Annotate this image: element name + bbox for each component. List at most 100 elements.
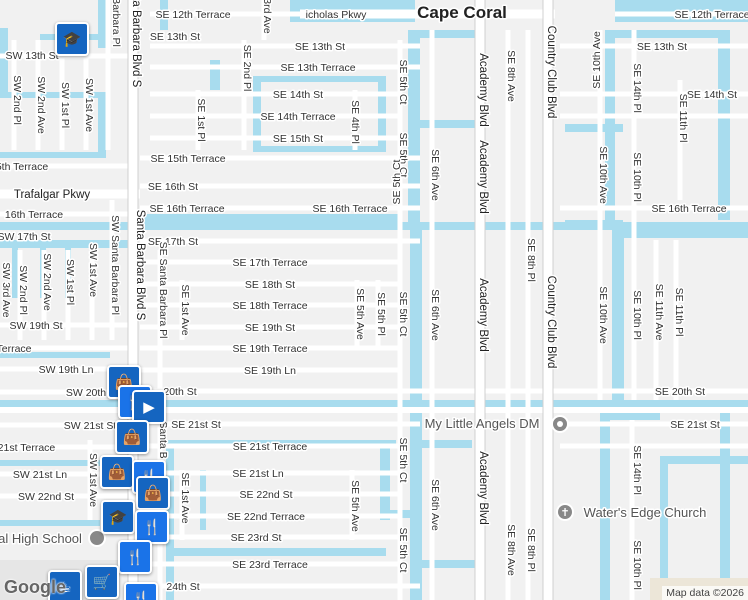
fork-knife-icon[interactable]: 🍴 xyxy=(124,582,158,600)
street-label: SE 21st Terrace xyxy=(233,441,308,453)
street-label: SE 23rd St xyxy=(231,532,282,544)
street-label: 3rd Ave xyxy=(261,0,273,34)
street-label: Santa B xyxy=(157,421,169,458)
street-label: SE 12th Terrace xyxy=(155,9,230,21)
street-label: SW 21st Ln xyxy=(13,469,67,481)
street-label: SE 13th Terrace xyxy=(280,62,355,74)
street-label: SE 10th Ave xyxy=(591,31,603,89)
street-label: SE 5th Ct xyxy=(397,292,409,337)
street-label: SE 2nd Pl xyxy=(241,45,253,92)
street-label: Academy Blvd xyxy=(477,53,489,127)
shopping-cart-icon[interactable]: 🛒 xyxy=(85,565,119,599)
street-label: SW 17th St xyxy=(0,231,51,243)
street-label: SW 1st Pl xyxy=(64,259,76,305)
street-label: SE 21st St xyxy=(171,419,221,431)
street-label: SW 2nd Ave xyxy=(35,76,47,134)
street-label: SE 13th St xyxy=(295,41,345,53)
street-label: SW 13th St xyxy=(5,50,58,62)
street-label: SE 10th Ave xyxy=(597,146,609,204)
street-label: SW 19th St xyxy=(9,320,62,332)
poi-my-little-angels[interactable]: My Little Angels DM xyxy=(423,415,569,433)
street-label: SE 11th Pl xyxy=(673,288,685,337)
street-label: SE 1st Ave xyxy=(179,284,191,335)
street-label: Trafalgar Pkwy xyxy=(14,189,91,201)
poi-waters-edge-church[interactable]: ✝ Water's Edge Church xyxy=(556,503,708,522)
street-label: SE 5th Ct xyxy=(397,438,409,483)
street-label: Academy Blvd xyxy=(477,278,489,352)
street-label: SE 22nd St xyxy=(239,489,292,501)
street-label: SE 19th Ln xyxy=(244,365,296,377)
street-label: SE 8th Ave xyxy=(505,524,517,576)
major-road-outline xyxy=(127,0,554,600)
street-label: SE 5th Ct xyxy=(397,133,409,178)
shopping-bag-icon[interactable]: 👜 xyxy=(115,420,149,454)
street-label: SE 23rd Terrace xyxy=(232,559,308,571)
top-block xyxy=(555,0,615,30)
street-label: SW 2nd Pl xyxy=(11,75,23,125)
street-label: SW 21st St xyxy=(64,420,117,432)
street-label: SE 10th Pl xyxy=(631,152,643,202)
church-icon[interactable] xyxy=(556,503,574,521)
street-label: SE 21st St xyxy=(670,419,720,431)
poi-high-school[interactable]: al High School xyxy=(0,529,106,548)
street-label: icholas Pkwy xyxy=(306,9,367,21)
street-label: SE 16th St xyxy=(148,181,198,193)
fork-knife-icon[interactable]: 🍴 xyxy=(135,510,169,544)
map-pin-icon[interactable]: ▶ xyxy=(132,390,166,424)
street-label: SE 8th Pl xyxy=(525,238,537,282)
street-label: SE 1st Ave xyxy=(179,472,191,523)
street-label: SE 6th Ave xyxy=(429,479,441,531)
poi-label: Water's Edge Church xyxy=(584,505,707,520)
street-label: SE 10th Pl xyxy=(631,290,643,340)
street-label: SE 19th St xyxy=(245,322,295,334)
street-label: SE 20th St xyxy=(655,386,705,398)
street-label: SW 1st Ave xyxy=(87,453,99,507)
graduation-cap-icon[interactable]: 🎓 xyxy=(55,22,89,56)
graduation-cap-icon[interactable]: 🎓 xyxy=(101,500,135,534)
street-label: 5th Terrace xyxy=(0,161,48,173)
street-label: SW 1st Ave xyxy=(83,78,95,132)
street-label: SE 14th Terrace xyxy=(260,111,335,123)
street-label: SW 22nd St xyxy=(18,491,74,503)
street-label: SE 13th St xyxy=(150,31,200,43)
street-label: SE 12th Terrace xyxy=(674,9,748,21)
street-label: SE 4th Pl xyxy=(349,100,361,144)
street-label: SE 15th Terrace xyxy=(150,153,225,165)
street-label: SW 2nd Pl xyxy=(17,265,29,315)
street-label: SE 5th Ave xyxy=(354,288,366,340)
street-label: Country Club Blvd xyxy=(545,276,557,369)
street-label: SW 19th Ln xyxy=(39,364,94,376)
city-label: Cape Coral xyxy=(417,3,507,22)
street-label: 24th St xyxy=(166,581,199,593)
street-label: SW 20th xyxy=(66,387,106,399)
street-label: SE 17th St xyxy=(148,236,198,248)
street-label: SE 8th Pl xyxy=(525,528,537,572)
street-label: SE 21st Ln xyxy=(232,468,284,480)
graduation-cap-icon[interactable] xyxy=(88,529,106,547)
street-label: SE 5th Ct xyxy=(397,60,409,105)
street-label: Santa Barbara Blvd S xyxy=(134,210,146,321)
google-logo: Google xyxy=(4,577,66,597)
street-label: Terrace xyxy=(0,343,32,355)
shopping-bag-icon[interactable]: 👜 xyxy=(136,476,170,510)
street-label: SW 1st Pl xyxy=(59,82,71,128)
map-attribution[interactable]: Map data ©2026 xyxy=(662,586,748,600)
street-label: 20th St xyxy=(163,386,196,398)
street-label: SW 1st Ave xyxy=(87,243,99,297)
coffee-icon[interactable]: ☕ xyxy=(48,570,82,600)
shopping-bag-icon[interactable]: 👜 xyxy=(100,455,134,489)
street-label: SE 15th St xyxy=(273,133,323,145)
street-label: SW Santa Barbara Pl xyxy=(109,215,121,315)
fork-knife-icon[interactable]: 🍴 xyxy=(118,540,152,574)
street-label: SE 14th Pl xyxy=(631,63,643,113)
street-label: SE 11th Pl xyxy=(677,94,689,143)
street-label: SE 6th Ave xyxy=(429,149,441,201)
street-label: Academy Blvd xyxy=(477,451,489,525)
poi-label: My Little Angels DM xyxy=(425,416,540,431)
street-label: SE 13th St xyxy=(637,41,687,53)
street-label: SW 2nd Ave xyxy=(41,253,53,311)
street-label: SE Santa Barbara Pl xyxy=(157,242,169,339)
street-label: SE 5th Ct xyxy=(391,159,403,204)
